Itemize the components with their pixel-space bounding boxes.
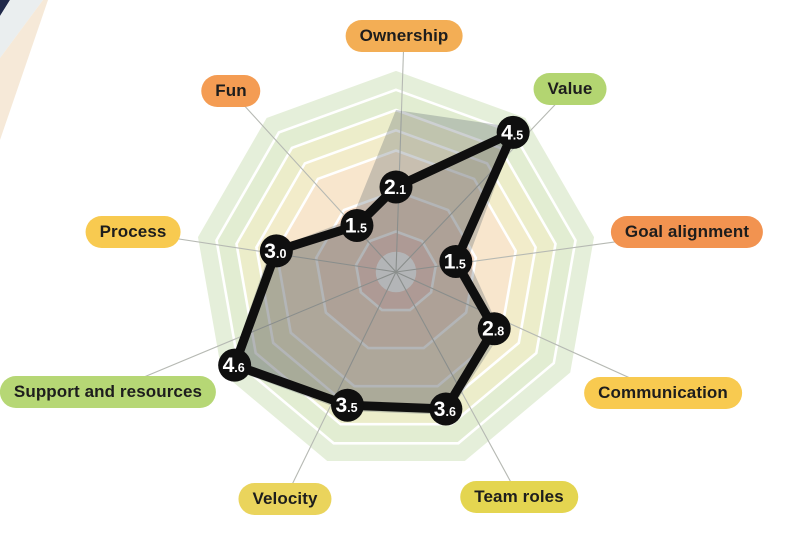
data-point-ownership[interactable]: 2.1 [379,170,413,204]
data-point-value: 4.6 [223,354,245,377]
data-point-marker[interactable] [340,208,374,242]
data-point-marker[interactable] [429,392,463,426]
data-point-process[interactable]: 3.0 [259,234,293,268]
data-point-marker[interactable] [259,234,293,268]
grid-spoke [230,90,397,273]
axis-pill-support-and-resources[interactable]: Support and resources [0,376,217,408]
data-point-goal-alignment[interactable]: 1.5 [439,244,473,278]
data-point-marker[interactable] [477,312,511,346]
axis-pill-fun[interactable]: Fun [201,75,261,107]
data-point-fun[interactable]: 1.5 [340,208,374,242]
data-point-value: 1.5 [345,214,367,237]
data-point-marker[interactable] [379,170,413,204]
axis-pill-ownership[interactable]: Ownership [345,20,463,52]
data-point-communication[interactable]: 2.8 [477,312,511,346]
data-point-marker[interactable] [218,348,252,382]
data-point-value: 3.5 [335,394,357,417]
data-point-value: 1.5 [444,250,466,273]
axis-pill-communication[interactable]: Communication [584,377,742,409]
grid-spoke [395,35,405,273]
data-point-value: 3.0 [264,240,286,263]
grid-spoke [395,88,571,273]
data-point-value: 2.8 [482,318,504,341]
data-point-value[interactable]: 4.5 [496,115,530,149]
shadow-series-polygon [229,110,518,415]
data-point-marker[interactable] [496,115,530,149]
axis-pill-team-roles[interactable]: Team roles [460,481,578,513]
data-point-value: 2.1 [384,176,406,199]
grid-spoke [107,271,397,393]
axis-pill-velocity[interactable]: Velocity [238,483,332,515]
data-point-team-roles[interactable]: 3.6 [429,392,463,426]
data-point-marker[interactable] [439,244,473,278]
data-point-marker[interactable] [331,388,365,422]
data-point-value: 4.5 [501,121,523,144]
data-point-velocity[interactable]: 3.5 [331,388,365,422]
corner-decoration [0,0,70,150]
axis-pill-process[interactable]: Process [85,216,181,248]
grid-spoke [395,271,664,394]
data-point-value: 3.6 [434,398,456,421]
data-series-polygon[interactable] [230,127,518,414]
grid-spoke [284,271,397,500]
data-point-support-and-resources[interactable]: 4.6 [218,348,252,382]
axis-pill-goal-alignment[interactable]: Goal alignment [610,216,764,248]
axis-pill-value[interactable]: Value [533,73,607,105]
